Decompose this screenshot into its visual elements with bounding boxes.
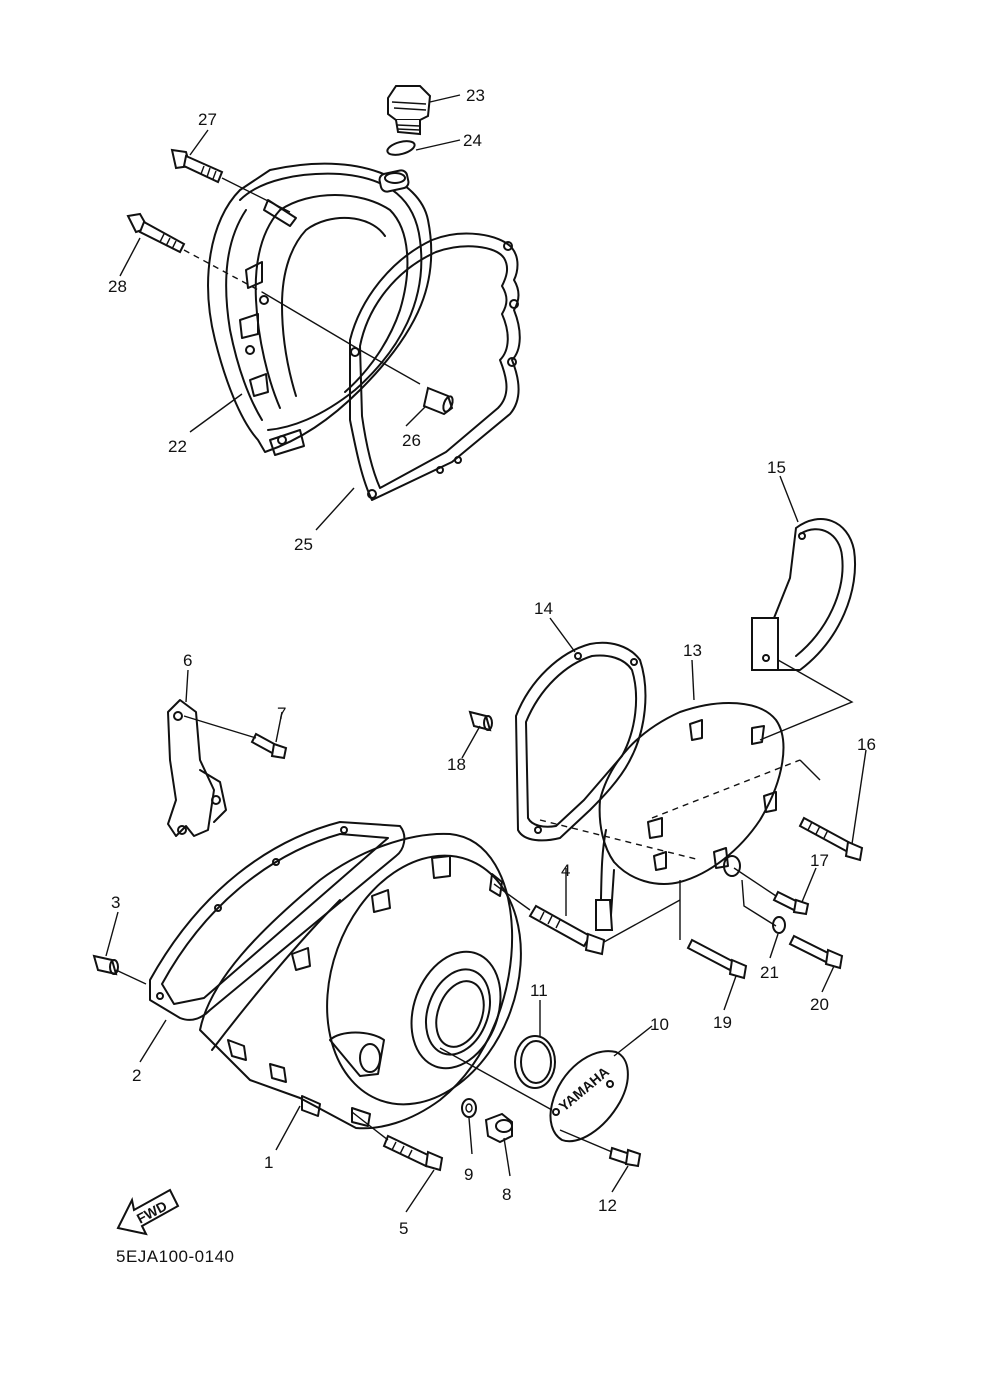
crankcase-cover-1 — [199, 832, 522, 1130]
label-28: 28 — [108, 277, 127, 296]
bolt-4 — [528, 904, 606, 956]
alignment-line-3 — [115, 969, 147, 985]
label-26: 26 — [402, 431, 421, 450]
label-8: 8 — [502, 1185, 511, 1204]
bolt-17 — [772, 890, 810, 916]
alignment-line-17 — [733, 867, 783, 901]
alignment-line-4b — [603, 899, 681, 943]
label-7: 7 — [277, 704, 286, 723]
washer-21 — [772, 916, 786, 934]
o-ring-11 — [514, 1035, 556, 1089]
dowel-3 — [92, 954, 119, 976]
alignment-line-10 — [439, 1047, 553, 1111]
alignment-line-12 — [559, 1129, 613, 1153]
part-labels: 23 24 27 28 22 26 25 15 14 13 6 7 16 18 … — [108, 86, 876, 1238]
gasket-25 — [349, 232, 521, 501]
bracket-6 — [167, 699, 227, 837]
label-10: 10 — [650, 1015, 669, 1034]
label-19: 19 — [713, 1013, 732, 1032]
label-25: 25 — [294, 535, 313, 554]
alignment-line-27 — [221, 177, 291, 213]
gasket-14 — [515, 641, 647, 842]
label-18: 18 — [447, 755, 466, 774]
generator-cover-13 — [595, 702, 785, 931]
plug-8 — [484, 1112, 513, 1144]
oil-filler-plug-23 — [387, 85, 432, 136]
label-11: 11 — [530, 981, 548, 1000]
bolt-16 — [798, 816, 864, 862]
label-27: 27 — [198, 110, 217, 129]
diagram-code: 5EJA100-0140 — [116, 1247, 234, 1266]
label-16: 16 — [857, 735, 876, 754]
label-22: 22 — [168, 437, 187, 456]
label-9: 9 — [464, 1165, 473, 1184]
bolt-19 — [686, 938, 748, 980]
alignment-line-16b — [799, 759, 821, 781]
label-6: 6 — [183, 651, 192, 670]
cover-10: YAMAHA — [549, 1050, 629, 1143]
screw-12 — [608, 1146, 642, 1168]
label-13: 13 — [683, 641, 702, 660]
label-1: 1 — [264, 1153, 273, 1172]
label-14: 14 — [534, 599, 553, 618]
alignment-line-15 — [759, 659, 854, 741]
alignment-line-28b — [261, 291, 421, 385]
label-23: 23 — [466, 86, 485, 105]
alignment-line-16 — [651, 759, 801, 819]
label-20: 20 — [810, 995, 829, 1014]
bolt-27 — [170, 148, 224, 184]
label-2: 2 — [132, 1066, 141, 1085]
bolt-20 — [788, 934, 844, 970]
o-ring-24 — [386, 140, 416, 156]
label-12: 12 — [598, 1196, 617, 1215]
alignment-line-7 — [183, 715, 257, 739]
dowel-18 — [468, 710, 493, 732]
label-21: 21 — [760, 963, 779, 982]
alignment-line-4 — [493, 883, 531, 911]
alignment-line-13 — [539, 819, 701, 861]
bolt-5 — [382, 1134, 444, 1172]
label-24: 24 — [463, 131, 482, 150]
label-3: 3 — [111, 893, 120, 912]
cover-logo: YAMAHA — [556, 1063, 612, 1114]
gasket-2 — [149, 821, 406, 1021]
label-17: 17 — [810, 851, 829, 870]
clutch-cover-22 — [207, 162, 433, 456]
alignment-line-21 — [741, 879, 777, 927]
alignment-line-5 — [351, 1111, 389, 1141]
label-4: 4 — [561, 861, 570, 880]
label-5: 5 — [399, 1219, 408, 1238]
bolt-7 — [250, 732, 288, 760]
bolt-28 — [126, 212, 186, 254]
fwd-arrow-icon: FWD — [116, 1188, 180, 1236]
leader-lines — [105, 94, 867, 1213]
dowel-pin-26 — [422, 386, 454, 416]
washer-9 — [461, 1098, 477, 1118]
guard-15 — [751, 518, 856, 671]
label-15: 15 — [767, 458, 786, 477]
alignment-line-28 — [183, 249, 263, 293]
